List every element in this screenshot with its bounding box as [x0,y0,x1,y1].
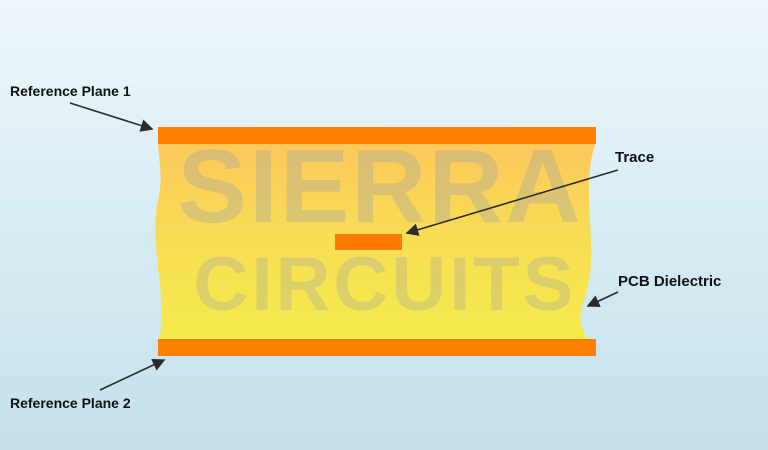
reference-plane-1 [158,127,596,144]
arrow-reference-plane-2 [99,358,166,391]
arrow-dielectric [586,291,619,308]
arrow-reference-plane-1 [69,102,154,132]
reference-plane-2-label: Reference Plane 2 [10,395,131,411]
reference-plane-1-label: Reference Plane 1 [10,83,131,99]
watermark-circuits: CIRCUITS [194,242,577,327]
pcb-dielectric-label: PCB Dielectric [618,273,722,290]
reference-plane-2 [158,339,596,356]
watermark-sierra: SIERRA [178,129,583,245]
trace [335,234,402,250]
arrow-trace [405,169,619,236]
trace-label: Trace [615,149,655,166]
